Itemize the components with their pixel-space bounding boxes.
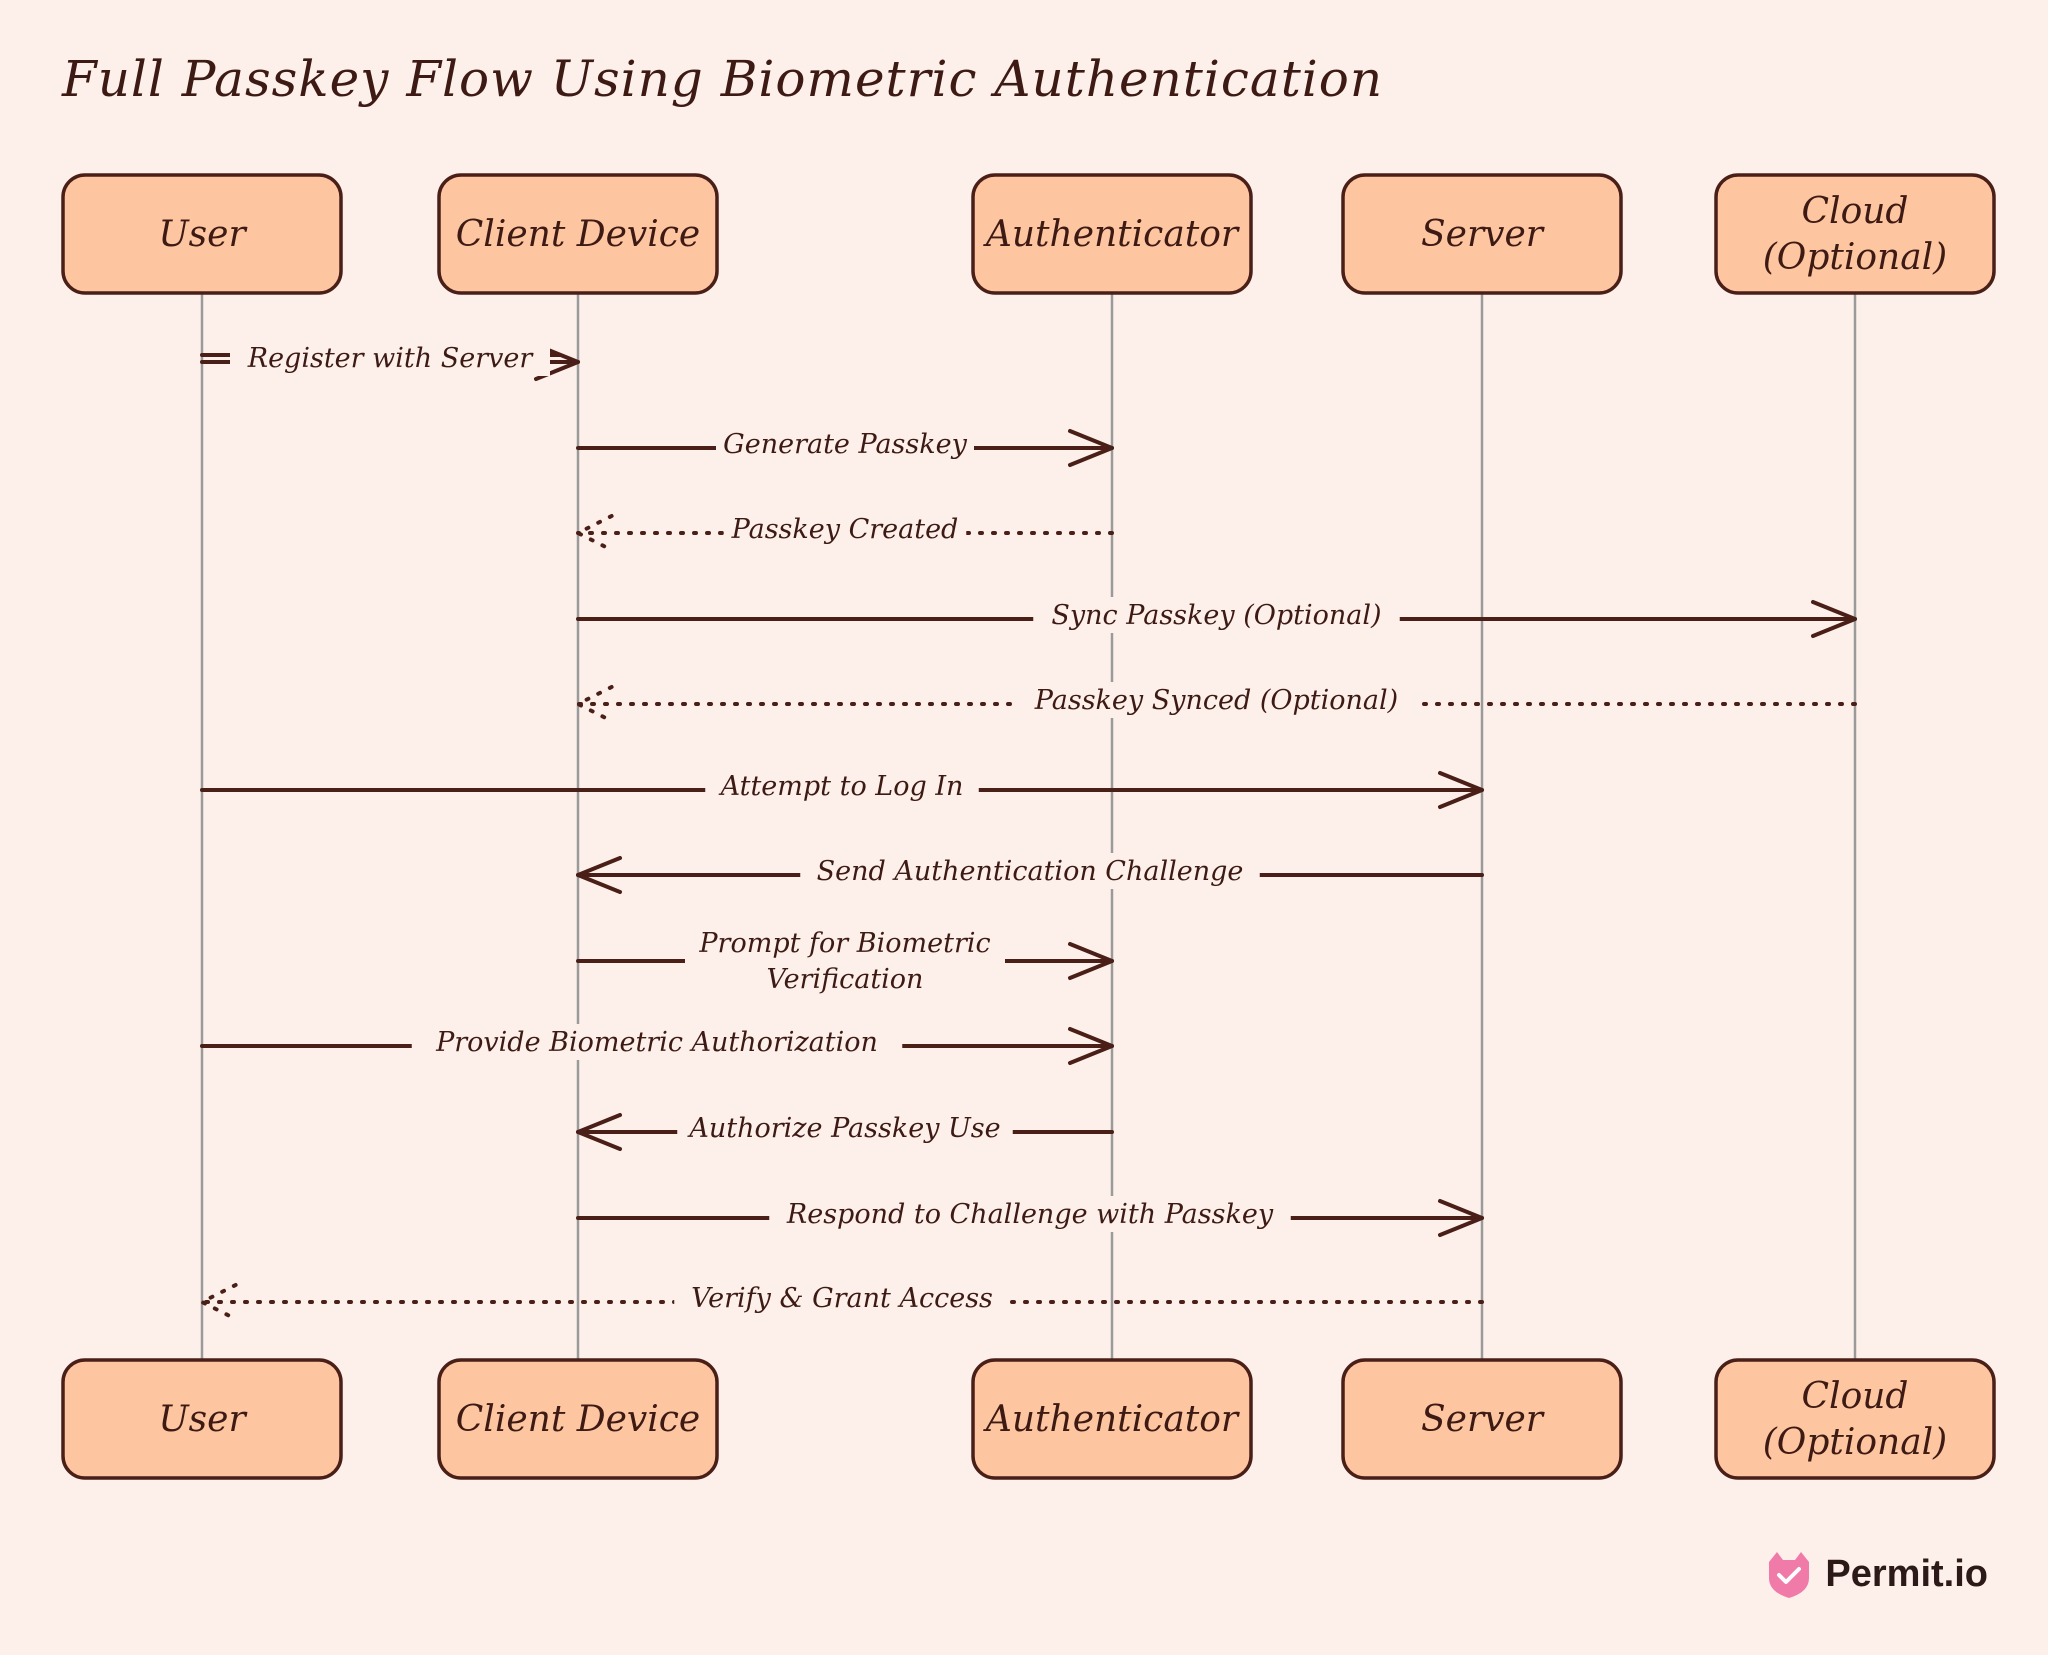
arrowhead [1068, 429, 1114, 467]
arrowhead [1068, 942, 1114, 980]
actor-box [1714, 1358, 1996, 1480]
actor-label: User [158, 214, 247, 255]
message-label: Passkey Created [731, 514, 959, 545]
label-background [685, 925, 1005, 997]
message-sync-passkey-optional: Sync Passkey (Optional) [576, 597, 1857, 638]
actor-label: Client Device [456, 1399, 700, 1440]
message-label: Register with Server [247, 343, 535, 374]
actor-box [61, 173, 343, 295]
actor-box [437, 173, 719, 295]
message-label: Sync Passkey (Optional) [1051, 600, 1381, 631]
message-passkey-created: Passkey Created [573, 511, 1114, 552]
actor-label: Client Device [456, 214, 700, 255]
message-label: Respond to Challenge with Passkey [786, 1199, 1274, 1230]
actor-label: Cloud [1802, 191, 1909, 232]
label-background [716, 426, 974, 462]
message-label: Generate Passkey [723, 429, 967, 460]
label-background [411, 1024, 903, 1060]
message-label: Verify & Grant Access [691, 1283, 993, 1314]
arrowhead [573, 685, 614, 723]
message-verify-grant-access: Verify & Grant Access [197, 1280, 1484, 1321]
label-background [1033, 597, 1400, 633]
arrowhead [1438, 771, 1484, 809]
arrowhead [1068, 1027, 1114, 1065]
actor-label: Server [1421, 214, 1545, 255]
actor-bottom-client-device: Client Device [437, 1358, 719, 1480]
arrowhead [1438, 1199, 1484, 1237]
brand-name: Permit.io [1825, 1552, 1988, 1595]
label-background [674, 1280, 1010, 1316]
actor-label: Authenticator [983, 214, 1240, 255]
message-register-with-server: Register with Server [200, 340, 580, 381]
actor-box [1341, 173, 1623, 295]
message-respond-to-challenge-with-passkey: Respond to Challenge with Passkey [576, 1196, 1484, 1237]
label-background [723, 511, 967, 547]
actor-top-authenticator: Authenticator [971, 173, 1253, 295]
actor-label: User [158, 1399, 247, 1440]
message-label: Verification [767, 964, 924, 995]
label-background [705, 768, 979, 804]
message-label: Send Authentication Challenge [817, 856, 1244, 887]
diagram-title: Full Passkey Flow Using Biometric Authen… [62, 50, 1384, 108]
arrowhead [576, 1113, 622, 1151]
actor-bottom-authenticator: Authenticator [971, 1358, 1253, 1480]
message-send-authentication-challenge: Send Authentication Challenge [576, 853, 1484, 894]
message-label: Passkey Synced (Optional) [1034, 685, 1398, 716]
arrowhead [1811, 600, 1857, 638]
message-label: Authorize Passkey Use [686, 1113, 1000, 1144]
actor-bottom-server: Server [1341, 1358, 1623, 1480]
actor-box [437, 1358, 719, 1480]
brand-logo: Permit.io [1763, 1548, 1988, 1600]
label-background [800, 853, 1260, 889]
message-label: Provide Biometric Authorization [435, 1027, 878, 1058]
message-provide-biometric-authorization: Provide Biometric Authorization [200, 1024, 1114, 1065]
actor-box [1341, 1358, 1623, 1480]
arrowhead [576, 856, 622, 894]
actor-label: Cloud [1802, 1376, 1909, 1417]
actor-label: Server [1421, 1399, 1545, 1440]
actor-box [971, 173, 1253, 295]
actor-label: (Optional) [1763, 1422, 1947, 1463]
message-passkey-synced-optional: Passkey Synced (Optional) [573, 682, 1857, 723]
actor-top-server: Server [1341, 173, 1623, 295]
message-attempt-to-log-in: Attempt to Log In [200, 768, 1484, 809]
label-background [677, 1110, 1013, 1146]
actor-box [971, 1358, 1253, 1480]
cat-shield-logo-icon [1769, 1552, 1810, 1598]
label-background [769, 1196, 1291, 1232]
actor-box [61, 1358, 343, 1480]
arrowhead [197, 1283, 238, 1321]
label-background [1017, 682, 1416, 718]
arrowhead [573, 514, 614, 552]
message-label: Prompt for Biometric [698, 928, 990, 959]
actor-top-client-device: Client Device [437, 173, 719, 295]
actor-label: Authenticator [983, 1399, 1240, 1440]
message-label: Attempt to Log In [718, 771, 964, 802]
actor-label: (Optional) [1763, 237, 1947, 278]
message-generate-passkey: Generate Passkey [576, 426, 1114, 467]
actor-top-user: User [61, 173, 343, 295]
actor-box [1714, 173, 1996, 295]
actor-top-cloud-optional: Cloud (Optional) [1714, 173, 1996, 295]
actor-bottom-cloud-optional: Cloud (Optional) [1714, 1358, 1996, 1480]
message-authorize-passkey-use: Authorize Passkey Use [576, 1110, 1114, 1151]
actor-bottom-user: User [61, 1358, 343, 1480]
label-background [230, 340, 550, 376]
